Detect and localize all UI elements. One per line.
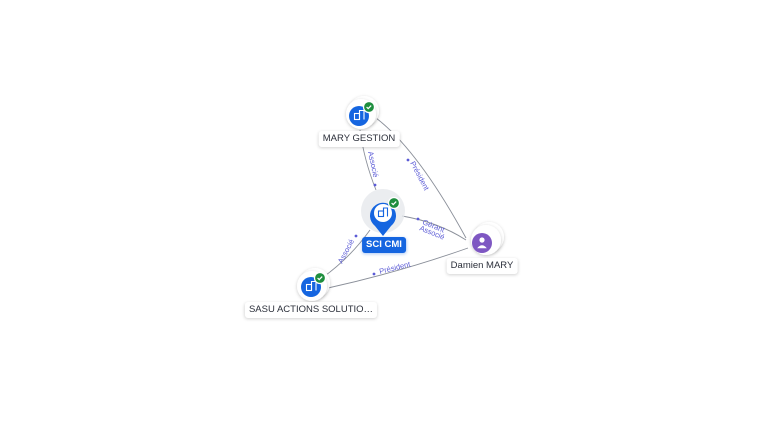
node-damien-mary[interactable] <box>471 222 504 255</box>
node-label-sasu-actions-solutions[interactable]: SASU ACTIONS SOLUTIO… <box>244 302 378 318</box>
arrow-dot <box>372 272 376 276</box>
edge-damien-mary-sci-cmi[interactable] <box>401 215 467 241</box>
node-sasu-actions-solutions[interactable] <box>297 268 330 301</box>
edge-damien-mary-sasu[interactable] <box>327 247 469 289</box>
arrow-dot <box>354 234 358 238</box>
node-mary-gestion[interactable] <box>346 96 379 129</box>
person-icon <box>477 237 487 249</box>
arrow-dot <box>406 158 410 162</box>
building-icon <box>305 280 317 292</box>
edge-mary-gestion-damien-mary[interactable] <box>375 117 467 239</box>
person-node-circle <box>472 233 492 253</box>
edge-label-president-sasu: Président <box>378 259 412 276</box>
node-label-sci-cmi[interactable]: SCI CMI <box>362 237 406 253</box>
node-label-mary-gestion[interactable]: MARY GESTION <box>318 131 400 147</box>
arrow-dot <box>416 217 420 221</box>
node-sci-cmi[interactable] <box>361 189 405 236</box>
arrow-dot <box>373 183 377 187</box>
building-icon <box>353 109 365 121</box>
node-label-damien-mary[interactable]: Damien MARY <box>446 258 518 274</box>
building-icon <box>377 207 389 218</box>
edge-label-associe-mary: Associé <box>366 151 380 179</box>
